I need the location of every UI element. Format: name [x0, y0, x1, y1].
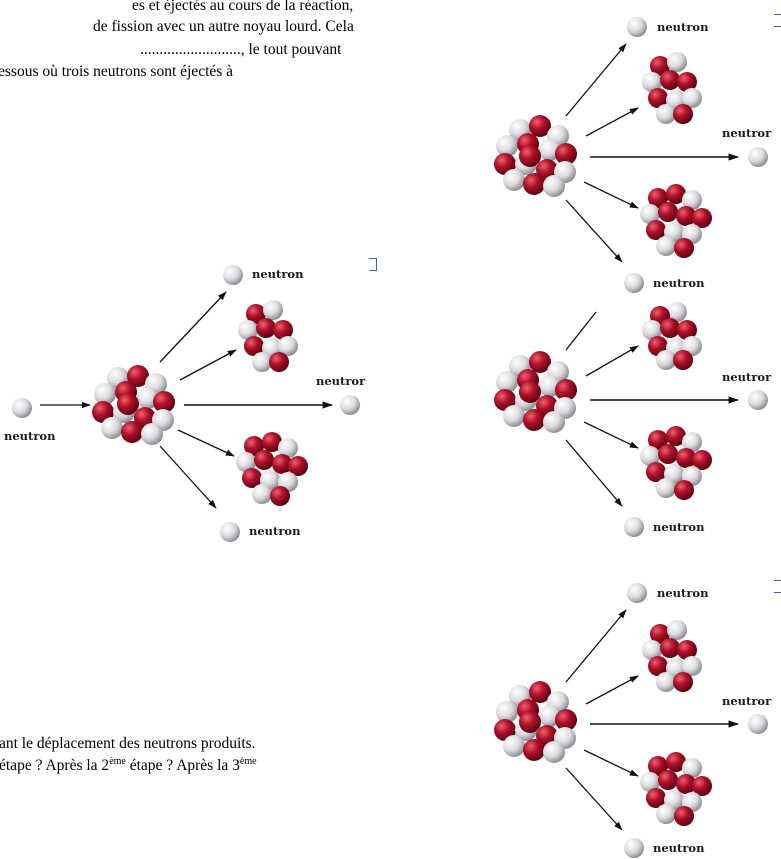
- neutron-ball: [624, 273, 644, 293]
- fission-fragment-bottom: [236, 432, 308, 506]
- fission-fragment: [640, 752, 712, 826]
- neutron-ball: [748, 147, 768, 167]
- heavy-nucleus: [494, 681, 577, 763]
- arrow: [565, 199, 623, 263]
- heavy-nucleus: [494, 351, 577, 433]
- text-line-4: essous où trois neutrons sont éjectés à: [0, 63, 234, 80]
- text-line-2: de fission avec un autre noyau lourd. Ce…: [93, 18, 354, 35]
- arrow: [565, 43, 627, 117]
- arrow: [565, 439, 623, 507]
- neutron-label-bottom: neutron: [249, 524, 301, 538]
- anchor-marker: [774, 580, 781, 593]
- arrow: [585, 675, 639, 705]
- arrow: [583, 749, 639, 777]
- neutron-ball-incoming: [12, 398, 32, 418]
- arrow-to-fragment-top: [179, 349, 237, 381]
- text-line-6b: étape ? Après la 3: [125, 757, 240, 774]
- neutron-label: neutror: [722, 370, 772, 384]
- fission-fragment: [640, 426, 712, 500]
- anchor-marker: [369, 258, 377, 271]
- neutron-ball: [624, 517, 644, 537]
- arrow-to-fragment-bottom: [177, 429, 235, 457]
- arrow: [565, 767, 623, 831]
- neutron-ball-bottom: [220, 522, 240, 542]
- arrow: [565, 609, 627, 683]
- fission-diagram-right-2: neutror neutron: [494, 302, 772, 537]
- text-line-1: es et éjectés au cours de la réaction,: [132, 0, 354, 14]
- neutron-label-right: neutror: [316, 374, 366, 388]
- fission-diagram-right-1: neutron neutror neutron: [494, 17, 772, 293]
- neutron-ball: [748, 714, 768, 734]
- fission-diagram-right-3: neutron neutror neutron: [494, 583, 772, 858]
- fission-fragment: [642, 52, 702, 124]
- neutron-label: neutror: [722, 694, 772, 708]
- neutron-ball-right: [340, 395, 360, 415]
- neutron-ball-top: [223, 265, 243, 285]
- fission-fragment: [642, 302, 702, 370]
- neutron-label: neutron: [653, 276, 705, 290]
- neutron-label-top: neutron: [252, 267, 304, 281]
- arrow: [585, 345, 639, 377]
- arrow-to-neutron-top: [159, 291, 227, 363]
- neutron-label: neutron: [653, 841, 705, 855]
- neutron-ball: [748, 390, 768, 410]
- neutron-ball: [627, 583, 647, 603]
- anchor-marker: [774, 14, 781, 27]
- text-line-5: ant le déplacement des neutrons produits…: [0, 735, 256, 752]
- neutron-label: neutron: [653, 520, 705, 534]
- neutron-ball: [624, 838, 644, 858]
- arrow: [583, 421, 639, 449]
- arrow-to-neutron-bottom: [159, 445, 217, 509]
- arrow: [565, 311, 597, 351]
- text-line-3: .........................., le tout pouv…: [140, 41, 342, 58]
- text-line-6a: étape ? Après la 2: [0, 757, 110, 774]
- fission-fragment: [640, 184, 712, 258]
- neutron-label: neutron: [657, 586, 709, 600]
- neutron-label: neutron: [657, 20, 709, 34]
- superscript-2: ème: [239, 755, 257, 767]
- heavy-nucleus: [494, 115, 577, 197]
- neutron-label: neutror: [722, 126, 772, 140]
- arrow: [583, 181, 639, 209]
- heavy-nucleus: [92, 365, 175, 445]
- neutron-label-incoming: neutron: [4, 429, 56, 443]
- superscript-1: ème: [109, 755, 126, 767]
- text-line-6: étape ? Après la 2ème étape ? Après la 3…: [0, 756, 257, 775]
- arrow: [585, 107, 639, 137]
- fission-diagram-left: neutron neutron: [4, 265, 366, 542]
- fission-fragment: [642, 620, 702, 692]
- neutron-ball: [627, 17, 647, 37]
- fission-fragment-top: [238, 300, 298, 372]
